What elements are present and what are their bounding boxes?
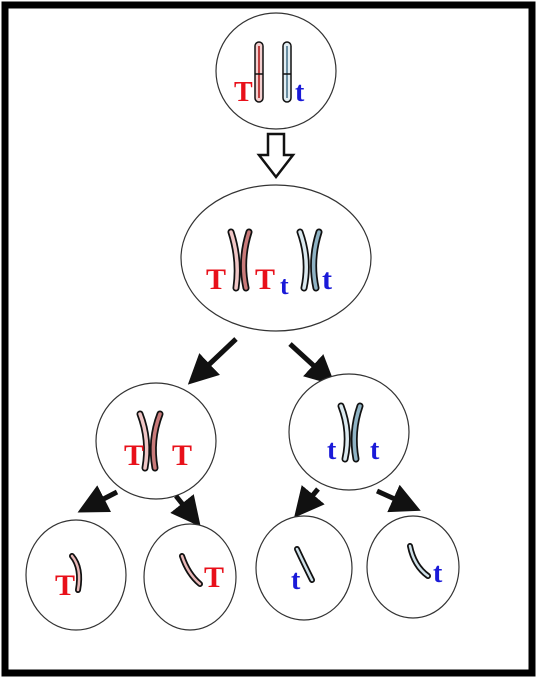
dominant-chromosome (254, 41, 264, 103)
gamete-membrane (366, 515, 460, 619)
black-diagonal-arrow-icon (187, 337, 238, 385)
gamete-cell-3: t (255, 515, 353, 621)
parent-cell-membrane (215, 12, 337, 130)
allele-label: T (55, 569, 75, 602)
gamete-membrane (25, 519, 127, 631)
recessive-chromosome (282, 41, 292, 103)
allele-label: T (172, 439, 192, 472)
recessive-sister-chromatids (337, 402, 364, 463)
gamete-cell-1: T (25, 519, 127, 631)
allele-label: T (206, 263, 226, 296)
recessive-sister-chromatids (296, 228, 323, 292)
allele-label: t (370, 435, 380, 466)
allele-label: T (204, 561, 224, 594)
allele-label: t (433, 558, 443, 589)
black-diagonal-arrow-icon (294, 485, 325, 518)
gamete-cell-4: t (366, 515, 460, 619)
black-diagonal-arrow-icon (288, 342, 336, 386)
gamete-cell-2: T (143, 523, 237, 631)
black-diagonal-arrow-icon (375, 484, 421, 513)
allele-label: t (295, 77, 305, 108)
allele-label: t (280, 271, 289, 300)
allele-label: T (234, 77, 253, 108)
parent-cell: T t (215, 12, 337, 130)
hollow-down-arrow-icon (256, 132, 296, 180)
replicated-cell-membrane (180, 184, 372, 332)
allele-label: T (255, 263, 275, 296)
dominant-sister-chromatids (136, 410, 164, 472)
replicated-cell: T T t t (180, 184, 372, 332)
black-diagonal-arrow-icon (170, 494, 201, 527)
meiosis1-right-cell: t t (288, 373, 410, 491)
allele-label: T (124, 439, 144, 472)
dominant-sister-chromatids (227, 228, 253, 292)
allele-label: t (327, 435, 337, 466)
allele-label: t (291, 565, 301, 596)
allele-label: t (322, 263, 332, 296)
meiosis1-left-cell: T T (95, 382, 217, 500)
black-diagonal-arrow-icon (77, 485, 119, 513)
